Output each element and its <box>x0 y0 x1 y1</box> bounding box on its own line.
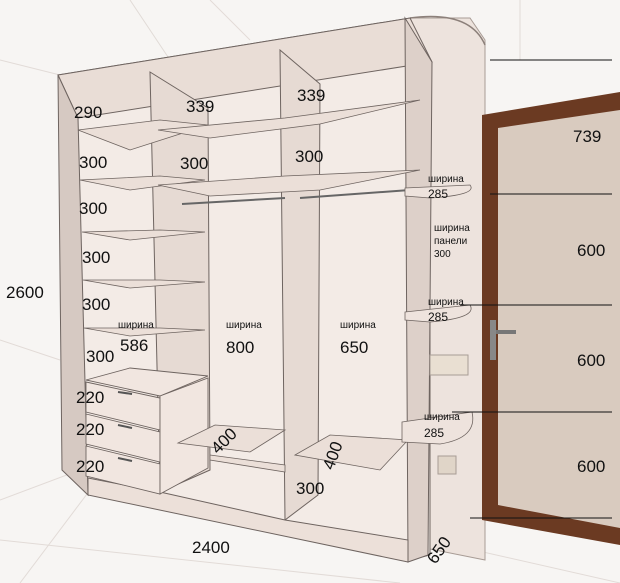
drawer-height-1: 220 <box>76 388 105 407</box>
drawers <box>85 367 209 495</box>
right-side-panel <box>404 16 433 563</box>
upper-shelves <box>157 99 421 197</box>
bottom-shelf-depth: 300 <box>296 479 325 498</box>
door-height-3: 600 <box>577 351 606 370</box>
panel-label-line1: ширина <box>434 223 470 234</box>
corner-shelf-2-label: ширина <box>428 297 464 308</box>
drawer-height-3: 220 <box>76 457 105 476</box>
left-width-value: 586 <box>120 336 149 355</box>
left-width-label: ширина <box>118 320 154 331</box>
overall-width: 2400 <box>192 538 230 557</box>
door-handle-icon <box>496 330 516 334</box>
left-height-1: 290 <box>74 103 103 122</box>
door-dimension-lines <box>452 59 612 519</box>
left-height-3: 300 <box>79 199 108 218</box>
corner-shelf-1-label: ширина <box>428 174 464 185</box>
door-height-1: 739 <box>573 127 602 146</box>
corner-shelf-3-label: ширина <box>424 412 460 423</box>
middle-height-2: 300 <box>180 154 209 173</box>
outlet-socket <box>437 455 457 475</box>
overall-height: 2600 <box>6 283 44 302</box>
corner-shelf-3-width: 285 <box>424 426 445 440</box>
door-height-2: 600 <box>577 241 606 260</box>
left-height-5: 300 <box>82 295 111 314</box>
drawer-height-2: 220 <box>76 420 105 439</box>
right-width-value: 650 <box>340 338 369 357</box>
left-height-6: 300 <box>86 347 115 366</box>
hanging-rails <box>181 189 411 205</box>
corner-shelf-1-width: 285 <box>428 187 449 201</box>
door-height-4: 600 <box>577 457 606 476</box>
partition-right <box>279 48 321 521</box>
right-height-1: 339 <box>297 86 326 105</box>
middle-height-1: 339 <box>186 97 215 116</box>
left-shelves <box>77 119 209 337</box>
panel-width-value: 300 <box>434 249 451 260</box>
left-height-2: 300 <box>79 153 108 172</box>
drawer-handles <box>117 391 133 462</box>
door-hinge-plate <box>490 320 496 360</box>
corner-shelf-2-width: 285 <box>428 310 449 324</box>
middle-width-value: 800 <box>226 338 255 357</box>
right-height-2: 300 <box>295 147 324 166</box>
right-width-label: ширина <box>340 320 376 331</box>
outlet-panel <box>429 354 469 376</box>
shoe-shelves <box>176 424 409 473</box>
middle-width-label: ширина <box>226 320 262 331</box>
door-panel <box>498 110 620 528</box>
panel-label-line2: панели <box>434 236 468 247</box>
rounded-corner <box>409 15 486 46</box>
corner-shelves <box>401 184 474 445</box>
left-height-4: 300 <box>82 248 111 267</box>
